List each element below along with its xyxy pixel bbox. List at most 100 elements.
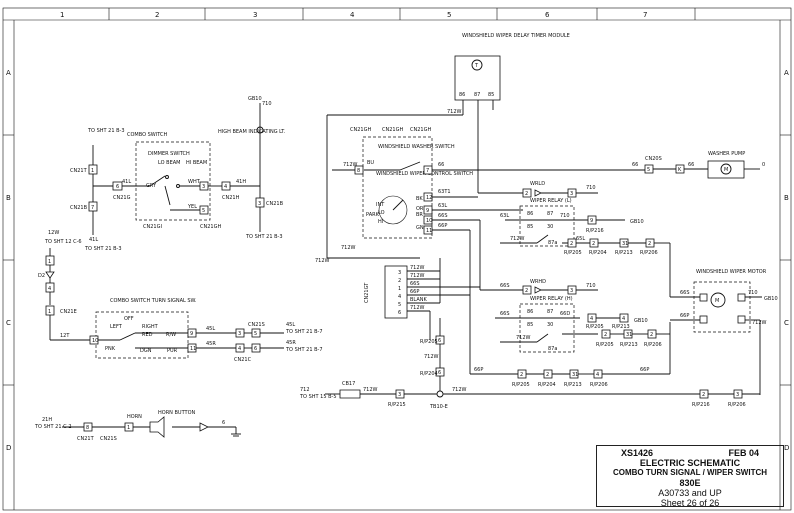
svg-text:6: 6 — [398, 310, 401, 316]
svg-text:CN21GH: CN21GH — [200, 224, 221, 230]
svg-text:YEL: YEL — [187, 204, 197, 210]
svg-text:45L: 45L — [206, 326, 215, 332]
svg-text:712W: 712W — [516, 335, 531, 341]
doc-number: XS1426 — [621, 448, 654, 458]
svg-text:4: 4 — [48, 286, 51, 292]
svg-text:RED: RED — [142, 332, 153, 338]
doc-date: FEB 04 — [728, 448, 759, 458]
svg-text:712W: 712W — [410, 273, 425, 279]
svg-text:BLANK: BLANK — [410, 297, 427, 303]
svg-text:7: 7 — [426, 168, 429, 174]
svg-text:6: 6 — [222, 420, 225, 426]
horn-label: HORN — [127, 414, 142, 420]
svg-text:R/P204: R/P204 — [420, 371, 438, 377]
svg-text:TO SHT 21 B-3: TO SHT 21 B-3 — [245, 234, 283, 240]
svg-text:R/P205: R/P205 — [596, 342, 614, 348]
svg-text:CN21C: CN21C — [234, 357, 252, 363]
svg-text:5: 5 — [398, 302, 401, 308]
svg-text:8: 8 — [86, 425, 89, 431]
svg-text:6: 6 — [438, 338, 441, 344]
svg-text:TO SHT 12 C-6: TO SHT 12 C-6 — [44, 239, 82, 245]
doc-title: ELECTRIC SCHEMATIC — [639, 458, 741, 468]
svg-text:1: 1 — [127, 425, 130, 431]
svg-text:6: 6 — [438, 370, 441, 376]
svg-text:TO SHT 21 B-7: TO SHT 21 B-7 — [285, 347, 323, 353]
svg-text:6: 6 — [254, 346, 257, 352]
svg-text:R/P205: R/P205 — [512, 382, 530, 388]
doc-subtitle: COMBO TURN SIGNAL / WIPER SWITCH — [612, 468, 768, 477]
svg-text:4: 4 — [238, 346, 241, 352]
svg-text:710: 710 — [586, 185, 596, 191]
svg-text:87a: 87a — [548, 240, 557, 246]
svg-text:710: 710 — [262, 101, 272, 107]
svg-text:86: 86 — [527, 211, 533, 217]
svg-text:PUR: PUR — [167, 348, 178, 354]
doc-model: 830E — [679, 478, 701, 488]
svg-text:11: 11 — [190, 346, 196, 352]
high-beam-lt-label: HIGH BEAM INDICATING LT. — [218, 129, 286, 135]
svg-text:66S: 66S — [500, 283, 510, 289]
svg-text:4: 4 — [596, 372, 599, 378]
svg-text:A: A — [784, 69, 789, 77]
grid-col-4: 4 — [350, 11, 355, 19]
svg-text:10: 10 — [426, 218, 432, 224]
svg-text:CN21S: CN21S — [248, 322, 265, 328]
lo-beam-label: LO BEAM — [158, 160, 180, 166]
svg-text:66P: 66P — [410, 289, 419, 295]
grid-col-5: 5 — [447, 11, 451, 19]
svg-text:9: 9 — [590, 218, 593, 224]
svg-text:T: T — [474, 63, 479, 69]
svg-text:R/P206: R/P206 — [590, 382, 608, 388]
svg-text:GB10: GB10 — [630, 219, 644, 225]
wiper-control-box — [362, 136, 433, 239]
svg-text:2: 2 — [546, 372, 549, 378]
svg-text:712W: 712W — [315, 258, 330, 264]
svg-text:2: 2 — [648, 241, 651, 247]
svg-text:5: 5 — [647, 167, 650, 173]
svg-text:712W: 712W — [410, 305, 425, 311]
svg-text:712W: 712W — [752, 320, 767, 326]
svg-text:712W: 712W — [343, 162, 358, 168]
svg-text:2: 2 — [570, 241, 573, 247]
svg-text:LO: LO — [378, 210, 385, 216]
svg-text:9: 9 — [190, 331, 193, 337]
svg-text:11: 11 — [426, 228, 432, 234]
svg-text:9: 9 — [426, 208, 429, 214]
svg-text:R/P213: R/P213 — [620, 342, 638, 348]
svg-text:CN21GI: CN21GI — [143, 224, 162, 230]
svg-text:CN21B: CN21B — [70, 205, 88, 211]
title-block: XS1426 FEB 04 ELECTRIC SCHEMATIC COMBO T… — [596, 445, 784, 508]
svg-text:712: 712 — [300, 387, 310, 393]
svg-text:712W: 712W — [424, 354, 439, 360]
svg-text:31: 31 — [622, 241, 628, 247]
grid-row-c: C — [6, 319, 11, 327]
svg-text:C: C — [784, 319, 789, 327]
svg-text:GRY: GRY — [146, 183, 157, 189]
svg-text:2: 2 — [520, 372, 523, 378]
svg-text:PARK: PARK — [366, 212, 380, 218]
svg-text:WHT: WHT — [188, 179, 201, 185]
svg-text:66P: 66P — [438, 223, 447, 229]
svg-text:OFF: OFF — [124, 316, 134, 322]
svg-text:BR: BR — [416, 212, 423, 218]
svg-text:R/P213: R/P213 — [564, 382, 582, 388]
dimmer-switch-label: DIMMER SWITCH — [148, 151, 190, 157]
svg-text:GB10: GB10 — [764, 296, 778, 302]
grid-row-a: A — [6, 69, 11, 77]
washer-switch-label: WINDSHIELD WASHER SWITCH — [378, 144, 455, 150]
svg-text:2: 2 — [592, 241, 595, 247]
grid-col-1: 1 — [60, 11, 64, 19]
svg-text:5: 5 — [202, 208, 205, 214]
grid-col-7: 7 — [643, 11, 647, 19]
svg-text:CN21E: CN21E — [60, 309, 77, 315]
svg-text:R/P213: R/P213 — [612, 324, 630, 330]
svg-text:CN21GH: CN21GH — [410, 127, 431, 133]
connector-strip — [384, 265, 408, 319]
svg-text:710: 710 — [586, 283, 596, 289]
svg-text:3: 3 — [736, 392, 739, 398]
svg-text:PNK: PNK — [105, 346, 116, 352]
svg-text:63T1: 63T1 — [438, 189, 451, 195]
svg-text:3: 3 — [398, 392, 401, 398]
svg-text:66: 66 — [632, 162, 638, 168]
svg-text:3: 3 — [570, 191, 573, 197]
